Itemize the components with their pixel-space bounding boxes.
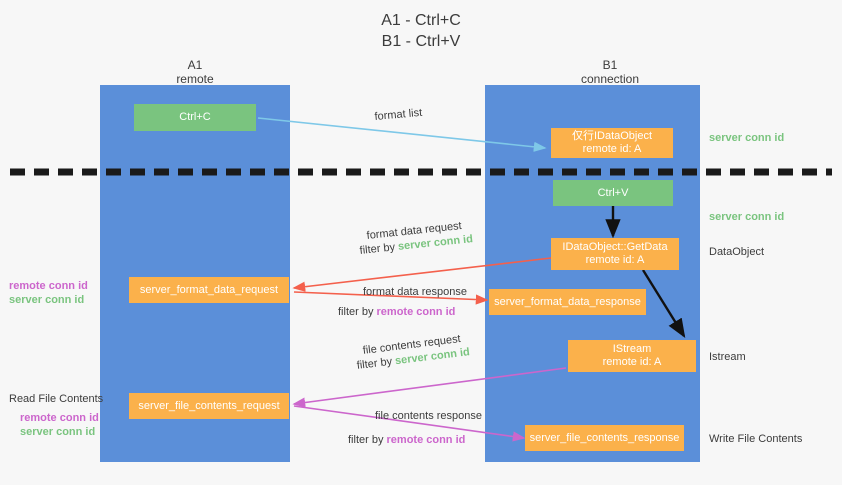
annotation-format-data-response-filter-prefix: filter by — [338, 306, 377, 318]
annotation-format-data-request-filter-prefix: filter by — [359, 240, 399, 257]
box-server-file-contents-request[interactable]: server_file_contents_request — [129, 393, 289, 419]
annotation-file-contents-response: file contents response — [375, 410, 483, 422]
annotation-format-data-response: format data response — [363, 286, 467, 298]
label-read-file-contents: Read File Contents — [9, 393, 104, 405]
diagram-title: A1 - Ctrl+C B1 - Ctrl+V — [0, 10, 842, 52]
annotation-file-contents-response-filter: filter by remote conn id — [348, 433, 465, 448]
box-idataobject-getdata[interactable]: IDataObject::GetData remote id: A — [551, 238, 679, 270]
label-istream: Istream — [709, 351, 746, 363]
annotation-file-contents-request-filter-prefix: filter by — [356, 355, 396, 372]
column-header-a1: A1 remote — [120, 58, 270, 86]
box-ctrl-v[interactable]: Ctrl+V — [553, 180, 673, 206]
annotation-file-contents-response-filter-value: remote conn id — [386, 434, 466, 446]
box-server-file-contents-response[interactable]: server_file_contents_response — [525, 425, 684, 451]
column-a1-name: A1 — [187, 58, 203, 72]
box-server-file-contents-request-label: server_file_contents_request — [138, 399, 280, 412]
box-getdata-line2: remote id: A — [585, 254, 645, 266]
column-header-b1: B1 connection — [535, 58, 685, 86]
column-b1-role: connection — [580, 72, 640, 86]
box-server-file-contents-response-label: server_file_contents_response — [529, 431, 680, 444]
annotation-format-data-response-filter-value: remote conn id — [376, 306, 456, 318]
box-server-format-data-request-label: server_format_data_request — [139, 283, 279, 296]
column-b1-name: B1 — [602, 58, 618, 72]
box-getdata-line1: IDataObject::GetData — [562, 241, 668, 253]
label-remote-conn-id-1: remote conn id — [9, 280, 88, 292]
label-remote-conn-id-2: remote conn id — [20, 412, 99, 424]
box-istream[interactable]: IStream remote id: A — [568, 340, 696, 372]
title-line-2: B1 - Ctrl+V — [381, 33, 461, 50]
box-server-format-data-response[interactable]: server_format_data_response — [489, 289, 646, 315]
label-server-conn-id-mid: server conn id — [709, 211, 785, 223]
label-server-conn-id-2: server conn id — [20, 426, 96, 438]
title-line-1: A1 - Ctrl+C — [381, 12, 461, 29]
box-ctrl-c[interactable]: Ctrl+C — [134, 104, 256, 131]
box-idataobject[interactable]: 仅行IDataObject remote id: A — [551, 128, 673, 158]
column-a1-role: remote — [176, 72, 214, 86]
box-idataobject-line2: remote id: A — [582, 143, 642, 155]
box-ctrl-c-label: Ctrl+C — [179, 111, 211, 123]
label-server-conn-id-1: server conn id — [9, 294, 85, 306]
annotation-format-data-response-filter: filter by remote conn id — [338, 305, 455, 320]
box-istream-line1: IStream — [612, 343, 652, 355]
box-istream-line2: remote id: A — [602, 356, 662, 368]
label-dataobject: DataObject — [709, 246, 765, 258]
box-idataobject-line1: 仅行IDataObject — [571, 130, 653, 142]
label-server-conn-id-top: server conn id — [709, 132, 785, 144]
box-server-format-data-response-label: server_format_data_response — [494, 295, 641, 308]
label-write-file-contents: Write File Contents — [709, 433, 803, 445]
annotation-format-list: format list — [374, 106, 423, 123]
box-ctrl-v-label: Ctrl+V — [597, 186, 629, 199]
box-server-format-data-request[interactable]: server_format_data_request — [129, 277, 289, 303]
annotation-file-contents-response-filter-prefix: filter by — [348, 434, 387, 446]
